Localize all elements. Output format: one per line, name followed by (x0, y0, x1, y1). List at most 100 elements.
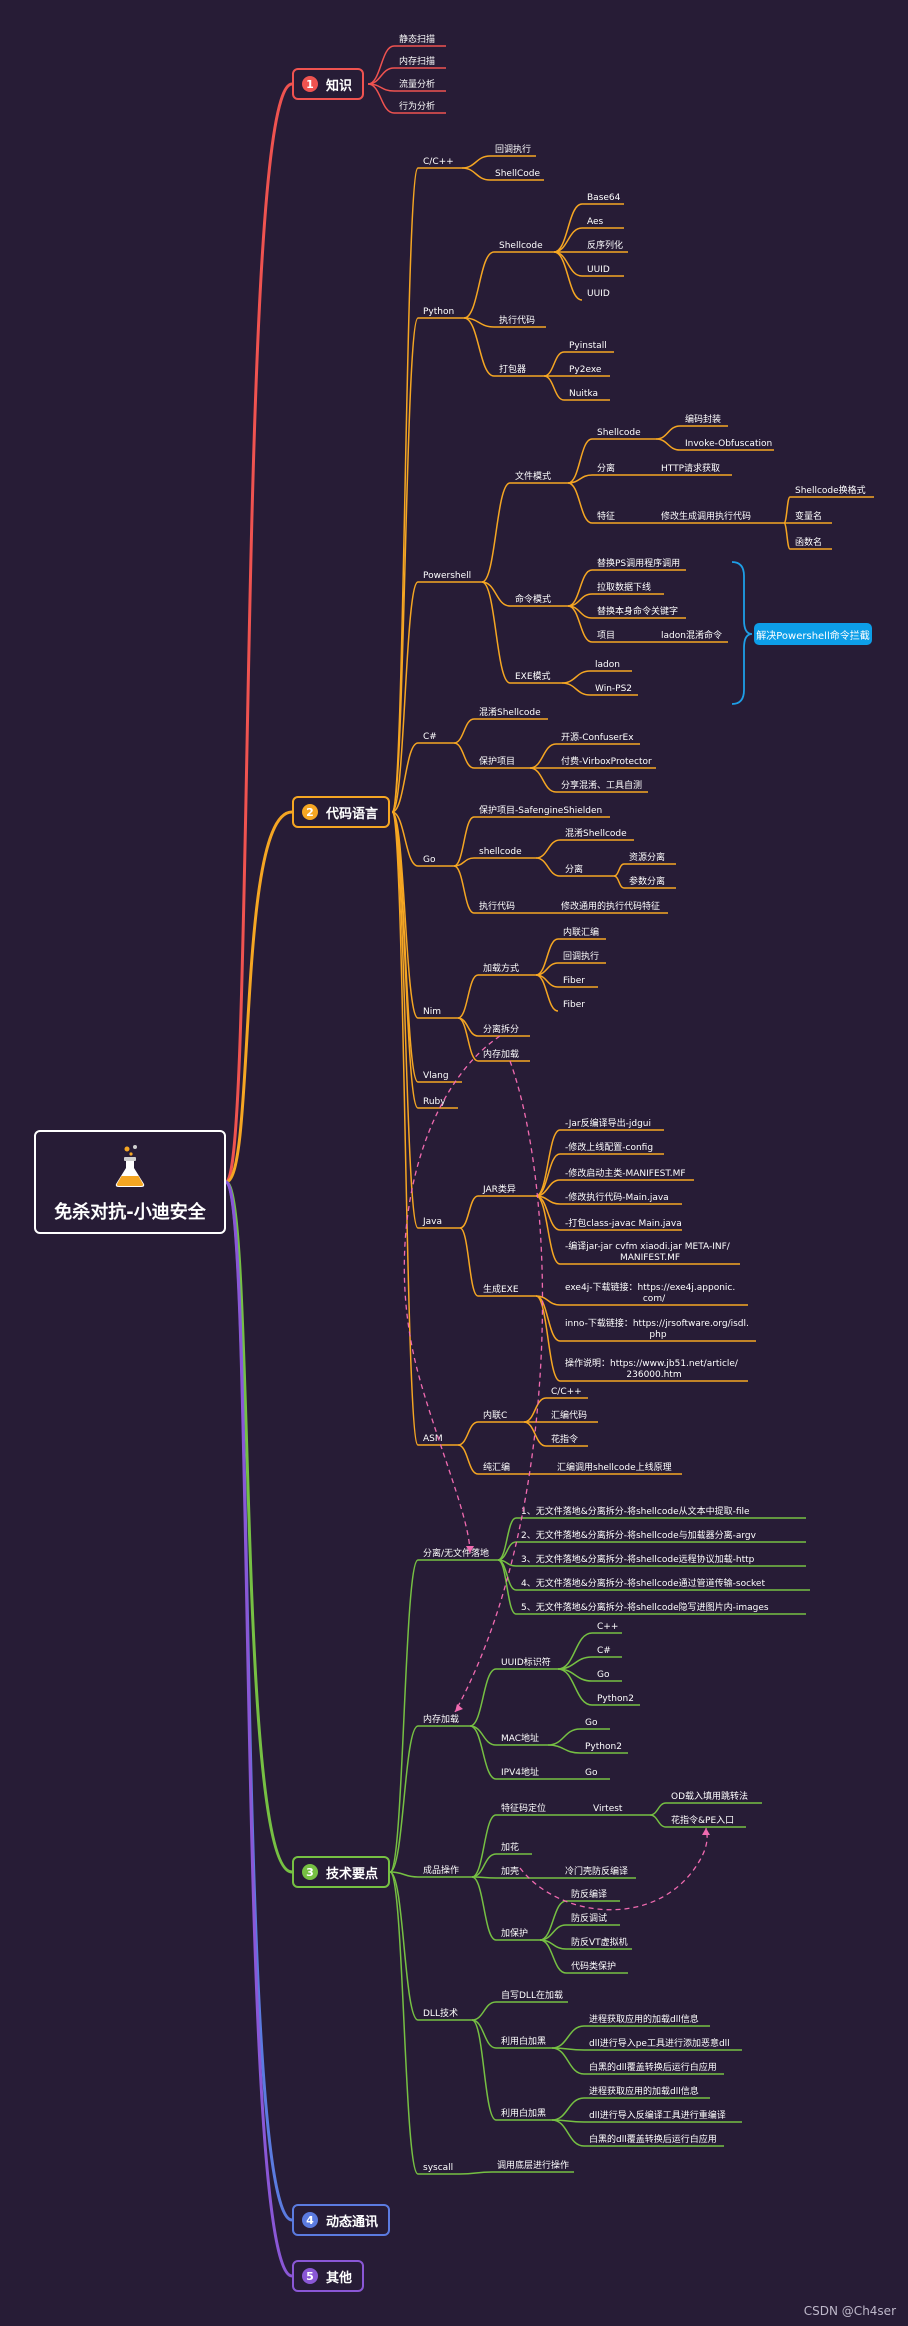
mindmap-node[interactable]: EXE模式 (515, 670, 551, 682)
mindmap-node[interactable]: 2、无文件落地&分离拆分-将shellcode与加载器分离-argv (521, 1529, 757, 1541)
mindmap-node[interactable]: exe4j-下载链接：https://exe4j.apponic. (565, 1281, 735, 1293)
mindmap-node[interactable]: Java (422, 1217, 442, 1227)
mindmap-node[interactable]: MAC地址 (501, 1732, 539, 1744)
mindmap-node[interactable]: 回调执行 (563, 950, 599, 962)
mindmap-node[interactable]: 内存加载 (483, 1048, 519, 1060)
mindmap-node[interactable]: 变量名 (795, 510, 822, 522)
mindmap-node[interactable]: Base64 (587, 193, 621, 203)
mindmap-node[interactable]: 分离拆分 (483, 1023, 519, 1035)
mindmap-node[interactable]: UUID (587, 265, 610, 275)
mindmap-node[interactable]: 分离 (565, 863, 583, 875)
mindmap-node[interactable]: C++ (597, 1622, 618, 1632)
mindmap-node[interactable]: 白黑的dll覆盖转换后运行白应用 (589, 2133, 717, 2145)
mindmap-node[interactable]: 5、无文件落地&分离拆分-将shellcode隐写进图片内-images (521, 1601, 769, 1613)
mindmap-node[interactable]: 分离/无文件落地 (423, 1547, 489, 1559)
mindmap-node[interactable]: Vlang (423, 1071, 449, 1081)
mindmap-node[interactable]: Nuitka (569, 389, 598, 399)
mindmap-node[interactable]: 1、无文件落地&分离拆分-将shellcode从文本中提取-file (521, 1505, 750, 1517)
topic-knowledge[interactable]: 1 知识 (292, 68, 365, 100)
mindmap-node[interactable]: 进程获取应用的加载dll信息 (589, 2085, 699, 2097)
mindmap-node[interactable]: 加保护 (501, 1927, 528, 1939)
powershell-intercept-badge[interactable]: 解决Powershell命令拦截 (754, 623, 872, 645)
mindmap-node[interactable]: 执行代码 (479, 900, 515, 912)
mindmap-node[interactable]: UUID标识符 (501, 1656, 551, 1668)
mindmap-node-line2[interactable]: com/ (643, 1294, 666, 1304)
mindmap-node[interactable]: 纯汇编 (483, 1461, 510, 1473)
mindmap-node[interactable]: 修改通用的执行代码特征 (561, 900, 660, 912)
mindmap-node[interactable]: Nim (423, 1007, 441, 1017)
mindmap-node[interactable]: inno-下载链接：https://jrsoftware.org/isdl. (565, 1317, 749, 1329)
topic-code-language[interactable]: 2 代码语言 (292, 796, 391, 828)
mindmap-node[interactable]: Go (585, 1768, 598, 1778)
mindmap-node[interactable]: 修改生成调用执行代码 (661, 510, 751, 522)
mindmap-node[interactable]: C# (597, 1646, 611, 1656)
mindmap-node[interactable]: 花指令 (551, 1433, 578, 1445)
mindmap-node[interactable]: 付费-VirboxProtector (561, 755, 652, 767)
mindmap-node[interactable]: 利用白加黑 (501, 2107, 546, 2119)
mindmap-node[interactable]: 打包器 (499, 363, 526, 375)
mindmap-node[interactable]: -打包class-javac Main.java (565, 1217, 682, 1229)
mindmap-node[interactable]: 开源-ConfuserEx (561, 732, 634, 743)
mindmap-node[interactable]: Pyinstall (569, 341, 607, 351)
mindmap-node[interactable]: -修改上线配置-config (565, 1141, 653, 1153)
mindmap-node[interactable]: 加花 (501, 1841, 519, 1853)
mindmap-node[interactable]: Python2 (585, 1742, 622, 1752)
mindmap-node[interactable]: 执行代码 (499, 314, 535, 326)
mindmap-node[interactable]: Go (585, 1718, 598, 1728)
mindmap-node[interactable]: -编译jar-jar cvfm xiaodi.jar META-INF/ (565, 1240, 731, 1252)
mindmap-node[interactable]: dll进行导入pe工具进行添加恶意dll (589, 2037, 730, 2049)
mindmap-node[interactable]: 调用底层进行操作 (497, 2159, 569, 2171)
mindmap-node[interactable]: 混淆Shellcode (565, 827, 627, 839)
mindmap-node[interactable]: Py2exe (569, 365, 602, 375)
mindmap-node[interactable]: ladon混淆命令 (661, 629, 722, 641)
mindmap-node[interactable]: Ruby (423, 1097, 446, 1107)
mindmap-node[interactable]: 操作说明：https://www.jb51.net/article/ (565, 1357, 739, 1369)
mindmap-node[interactable]: HTTP请求获取 (661, 462, 720, 474)
mindmap-node[interactable]: 加壳 (501, 1865, 519, 1877)
mindmap-node[interactable]: dll进行导入反编译工具进行重编译 (589, 2109, 726, 2121)
mindmap-node[interactable]: Invoke-Obfuscation (685, 439, 772, 449)
topic-tech-points[interactable]: 3 技术要点 (292, 1856, 391, 1888)
mindmap-node-line2[interactable]: MANIFEST.MF (620, 1253, 680, 1263)
mindmap-node[interactable]: OD载入填用跳转法 (671, 1790, 748, 1802)
mindmap-node[interactable]: C# (423, 732, 437, 742)
mindmap-node[interactable]: 文件模式 (515, 470, 551, 482)
mindmap-node[interactable]: 防反编译 (571, 1888, 607, 1900)
mindmap-node[interactable]: 替换PS调用程序调用 (597, 557, 680, 569)
mindmap-node[interactable]: 自写DLL在加载 (501, 1989, 563, 2001)
mindmap-node[interactable]: 编码封装 (685, 413, 721, 425)
mindmap-node[interactable]: 行为分析 (399, 100, 435, 112)
mindmap-node[interactable]: 参数分离 (629, 875, 665, 887)
mindmap-node[interactable]: 生成EXE (483, 1283, 519, 1295)
mindmap-node[interactable]: syscall (423, 2163, 453, 2173)
mindmap-node[interactable]: 分离 (597, 462, 615, 474)
mindmap-node[interactable]: 命令模式 (515, 593, 551, 605)
mindmap-node[interactable]: 项目 (597, 630, 615, 641)
mindmap-node[interactable]: ShellCode (495, 169, 540, 179)
mindmap-node[interactable]: 静态扫描 (399, 33, 435, 45)
mindmap-node[interactable]: Go (597, 1670, 610, 1680)
mindmap-node[interactable]: 冷门壳防反编译 (565, 1865, 628, 1877)
mindmap-node[interactable]: Python (423, 307, 454, 317)
mindmap-node[interactable]: 3、无文件落地&分离拆分-将shellcode远程协议加载-http (521, 1553, 755, 1565)
root-node[interactable]: 免杀对抗-小迪安全 (34, 1130, 226, 1234)
mindmap-node[interactable]: 内联C (483, 1409, 507, 1421)
mindmap-node[interactable]: Shellcode换格式 (795, 484, 866, 496)
mindmap-node[interactable]: Shellcode (597, 428, 641, 438)
mindmap-node[interactable]: -Jar反编译导出-jdgui (565, 1117, 651, 1129)
mindmap-node-line2[interactable]: php (649, 1330, 666, 1340)
mindmap-node[interactable]: 代码类保护 (571, 1960, 616, 1972)
mindmap-node[interactable]: 白黑的dll覆盖转换后运行白应用 (589, 2061, 717, 2073)
mindmap-node[interactable]: 防反VT虚拟机 (571, 1936, 628, 1948)
mindmap-node[interactable]: -修改启动主类-MANIFEST.MF (565, 1167, 686, 1179)
mindmap-node[interactable]: C/C++ (551, 1387, 582, 1397)
mindmap-node[interactable]: 内存加载 (423, 1713, 459, 1725)
mindmap-node[interactable]: 利用白加黑 (501, 2035, 546, 2047)
topic-other[interactable]: 5 其他 (292, 2260, 365, 2292)
mindmap-node[interactable]: 汇编代码 (551, 1409, 587, 1421)
mindmap-node[interactable]: UUID (587, 289, 610, 299)
mindmap-node[interactable]: 资源分离 (629, 851, 665, 863)
mindmap-node[interactable]: 保护项目-SafengineShielden (479, 804, 602, 816)
mindmap-node[interactable]: 汇编调用shellcode上线原理 (557, 1461, 672, 1473)
mindmap-node[interactable]: 保护项目 (479, 755, 515, 767)
